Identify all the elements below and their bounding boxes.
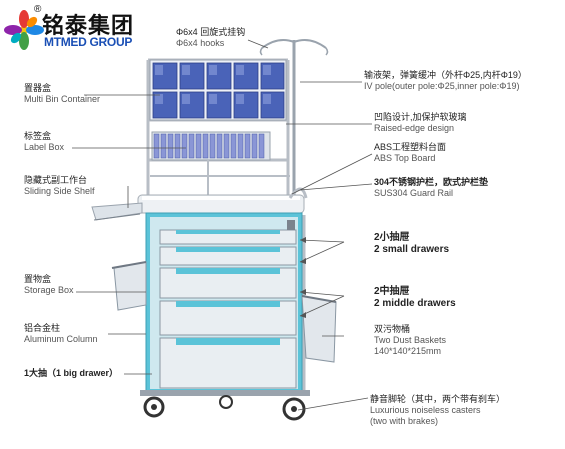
label-raised-edge: 凹陷设计,加保护软玻璃 Raised-edge design [374, 112, 467, 133]
label-middle-drawers: 2中抽屉 2 middle drawers [374, 286, 456, 309]
label-label-box: 标签盒 Label Box [24, 131, 65, 152]
caster-base [140, 390, 310, 421]
brand-name-zh: 铭泰集团 [42, 13, 135, 39]
label-hooks: Φ6x4 回旋式挂钩 Φ6x4 hooks [176, 27, 246, 48]
label-small-drawers: 2小抽屉 2 small drawers [374, 232, 450, 255]
label-sliding-shelf: 隐藏式副工作台 Sliding Side Shelf [24, 175, 95, 196]
leader-lines [72, 39, 373, 411]
pinwheel-icon [4, 10, 44, 50]
label-storage-box: 置物盒 Storage Box [24, 274, 74, 295]
label-dust-baskets: 双污物桶 Two Dust Baskets 140*140*215mm [374, 324, 447, 356]
iv-pole [259, 39, 329, 195]
dust-baskets [301, 295, 337, 363]
label-multi-bin: 置器盒 Multi Bin Container [24, 83, 101, 104]
brand-name-en: MTMED GROUP [44, 35, 133, 49]
registered-mark: ® [34, 4, 42, 15]
storage-box [111, 261, 147, 311]
label-aluminum-column: 铝合金柱 Aluminum Column [24, 323, 98, 344]
label-box-rail [150, 131, 290, 196]
leader-arrows [300, 237, 306, 318]
label-iv-pole: 输液架，弹簧缓冲（外杆Φ25,内杆Φ19） IV pole(outer pole… [364, 70, 527, 91]
label-big-drawer: 1大抽（1 big drawer） [24, 368, 119, 378]
multi-bin-container [149, 59, 287, 121]
label-abs-top: ABS工程塑料台面 ABS Top Board [374, 142, 447, 163]
label-casters: 静音脚轮（其中，两个带有刹车） Luxurious noiseless cast… [370, 394, 506, 426]
sliding-side-shelf [91, 202, 143, 221]
abs-top-board [137, 187, 308, 214]
cabinet [145, 212, 306, 394]
label-guard-rail: 304不锈钢护栏，欧式护栏垫 SUS304 Guard Rail [374, 177, 489, 198]
